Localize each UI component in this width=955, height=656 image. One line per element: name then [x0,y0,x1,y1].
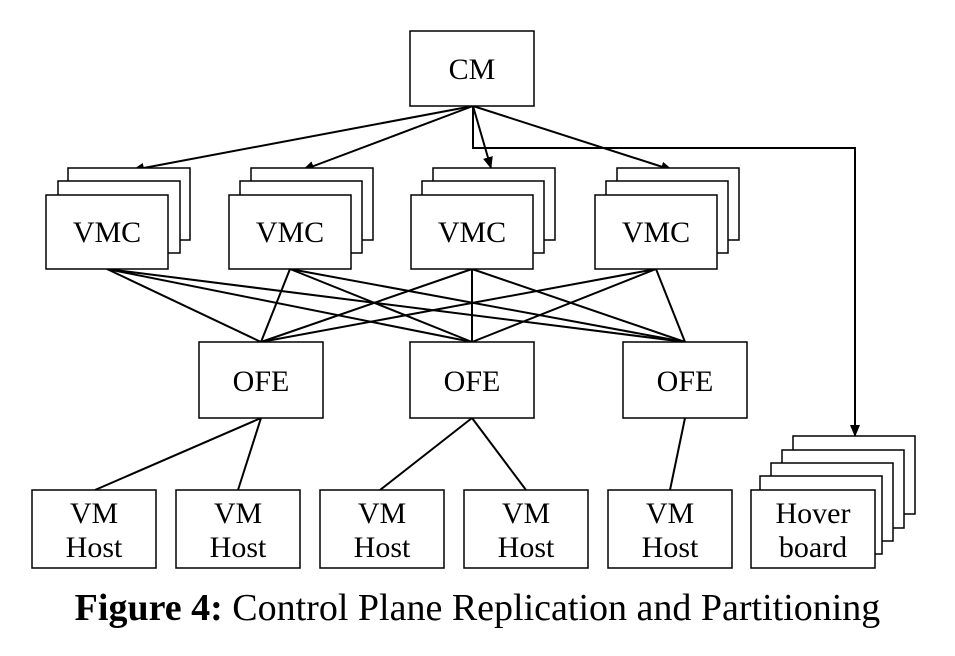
vmc-label: VMC [438,216,506,249]
vmc-label: VMC [73,216,141,249]
ofe-label: OFE [657,365,714,398]
vm-host-label-line1: VM [646,497,694,530]
cm-label: CM [449,53,496,86]
hoverboard-label-line1: Hover [776,497,851,530]
edge-cm-vmc-4 [472,105,673,172]
ofe-node-3: OFE [622,341,748,419]
figure-caption: Figure 4: Control Plane Replication and … [0,586,955,630]
vm-host-node-1: VM Host [31,489,157,569]
cm-to-vmc-edges [132,105,860,437]
vm-host-label-line2: Host [642,531,699,564]
edge-cm-hoverboard [472,106,860,437]
vm-host-label-line2: Host [498,531,555,564]
edge-cm-vmc-3 [472,105,493,169]
hoverboard-node: Hover board [750,435,916,569]
ofe-node-2: OFE [409,341,535,419]
vmc-label: VMC [622,216,690,249]
figure-title: Control Plane Replication and Partitioni… [232,587,881,629]
edge-cm-vmc-1 [132,105,474,173]
ofe-to-host-edges [94,417,686,491]
edge-cm-vmc-2 [302,105,474,171]
vm-host-node-3: VM Host [319,489,445,569]
vm-host-node-2: VM Host [175,489,301,569]
vm-host-label-line2: Host [354,531,411,564]
ofe-label: OFE [444,365,501,398]
ofe-node-1: OFE [198,341,324,419]
vm-host-node-4: VM Host [463,489,589,569]
vmc-label: VMC [256,216,324,249]
vmc-node-4: VMC [594,167,740,270]
ofe-label: OFE [233,365,290,398]
vm-host-label-line2: Host [210,531,267,564]
vm-host-label-line1: VM [70,497,118,530]
vm-host-label-line1: VM [502,497,550,530]
vm-host-label-line1: VM [358,497,406,530]
vmc-to-ofe-edges [106,268,686,343]
hoverboard-label-line2: board [779,531,847,564]
vm-host-label-line2: Host [66,531,123,564]
vm-host-label-line1: VM [214,497,262,530]
vmc-node-3: VMC [410,167,556,270]
vmc-node-2: VMC [228,167,374,270]
vm-host-node-5: VM Host [607,489,733,569]
vmc-node-1: VMC [45,167,191,270]
figure-number: Figure 4: [74,587,223,629]
cm-node: CM [409,30,535,107]
